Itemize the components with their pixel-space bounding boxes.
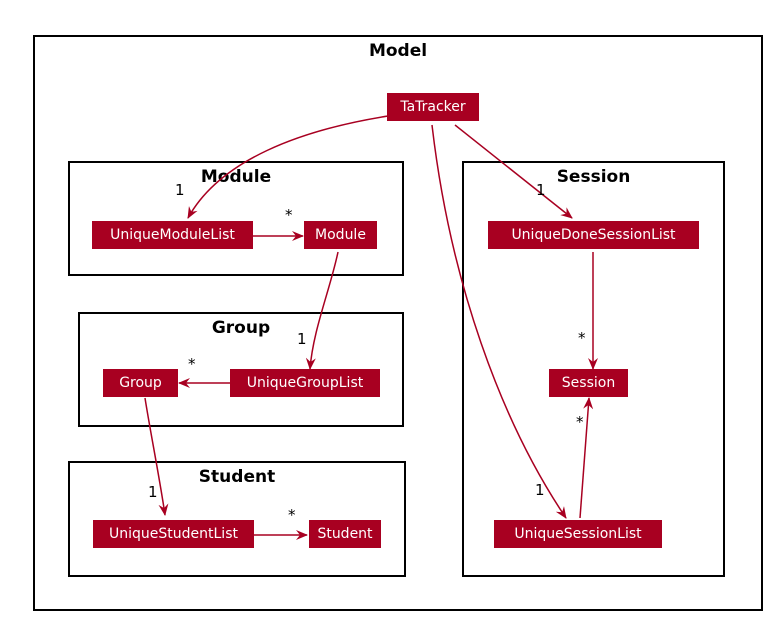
student-package-title: Student [198, 467, 276, 487]
edge-tatracker-to-done-session-list [454, 124, 573, 219]
mult-group-to-student-list: 1 [148, 483, 158, 501]
mult-session-list-to-session: * [576, 413, 584, 431]
class-unique-module-list[interactable]: UniqueModuleList [92, 221, 253, 249]
class-student[interactable]: Student [309, 520, 381, 548]
class-module[interactable]: Module [304, 221, 377, 249]
mult-done-session-list-to-session: * [578, 329, 586, 347]
edge-group-to-student-list [144, 397, 169, 516]
edge-tatracker-to-module-list [187, 115, 389, 219]
group-package-title: Group [211, 318, 271, 338]
class-unique-done-session-list[interactable]: UniqueDoneSessionList [488, 221, 699, 249]
mult-group-list-to-group: * [188, 355, 196, 373]
mult-tatracker-to-session-list: 1 [535, 481, 545, 499]
edge-tatracker-to-session-list [431, 124, 567, 519]
session-package-title: Session [556, 167, 631, 187]
mult-tatracker-to-module-list: 1 [175, 181, 185, 199]
edge-module-to-group-list [305, 251, 339, 370]
class-unique-session-list[interactable]: UniqueSessionList [494, 520, 662, 548]
mult-tatracker-to-done-session-list: 1 [536, 181, 546, 199]
model-package-title: Model [368, 41, 428, 61]
class-group[interactable]: Group [103, 369, 178, 397]
mult-student-list-to-student: * [288, 506, 296, 524]
model-package: Model [33, 35, 763, 611]
student-package: Student [68, 461, 406, 577]
group-package: Group [78, 312, 404, 427]
mult-module-to-group-list: 1 [297, 330, 307, 348]
class-tatracker[interactable]: TaTracker [387, 93, 479, 121]
mult-module-list-to-module: * [285, 206, 293, 224]
session-package: Session [462, 161, 725, 577]
class-session[interactable]: Session [549, 369, 628, 397]
edge-session-list-to-session [579, 397, 594, 519]
class-unique-group-list[interactable]: UniqueGroupList [230, 369, 380, 397]
class-unique-student-list[interactable]: UniqueStudentList [93, 520, 254, 548]
